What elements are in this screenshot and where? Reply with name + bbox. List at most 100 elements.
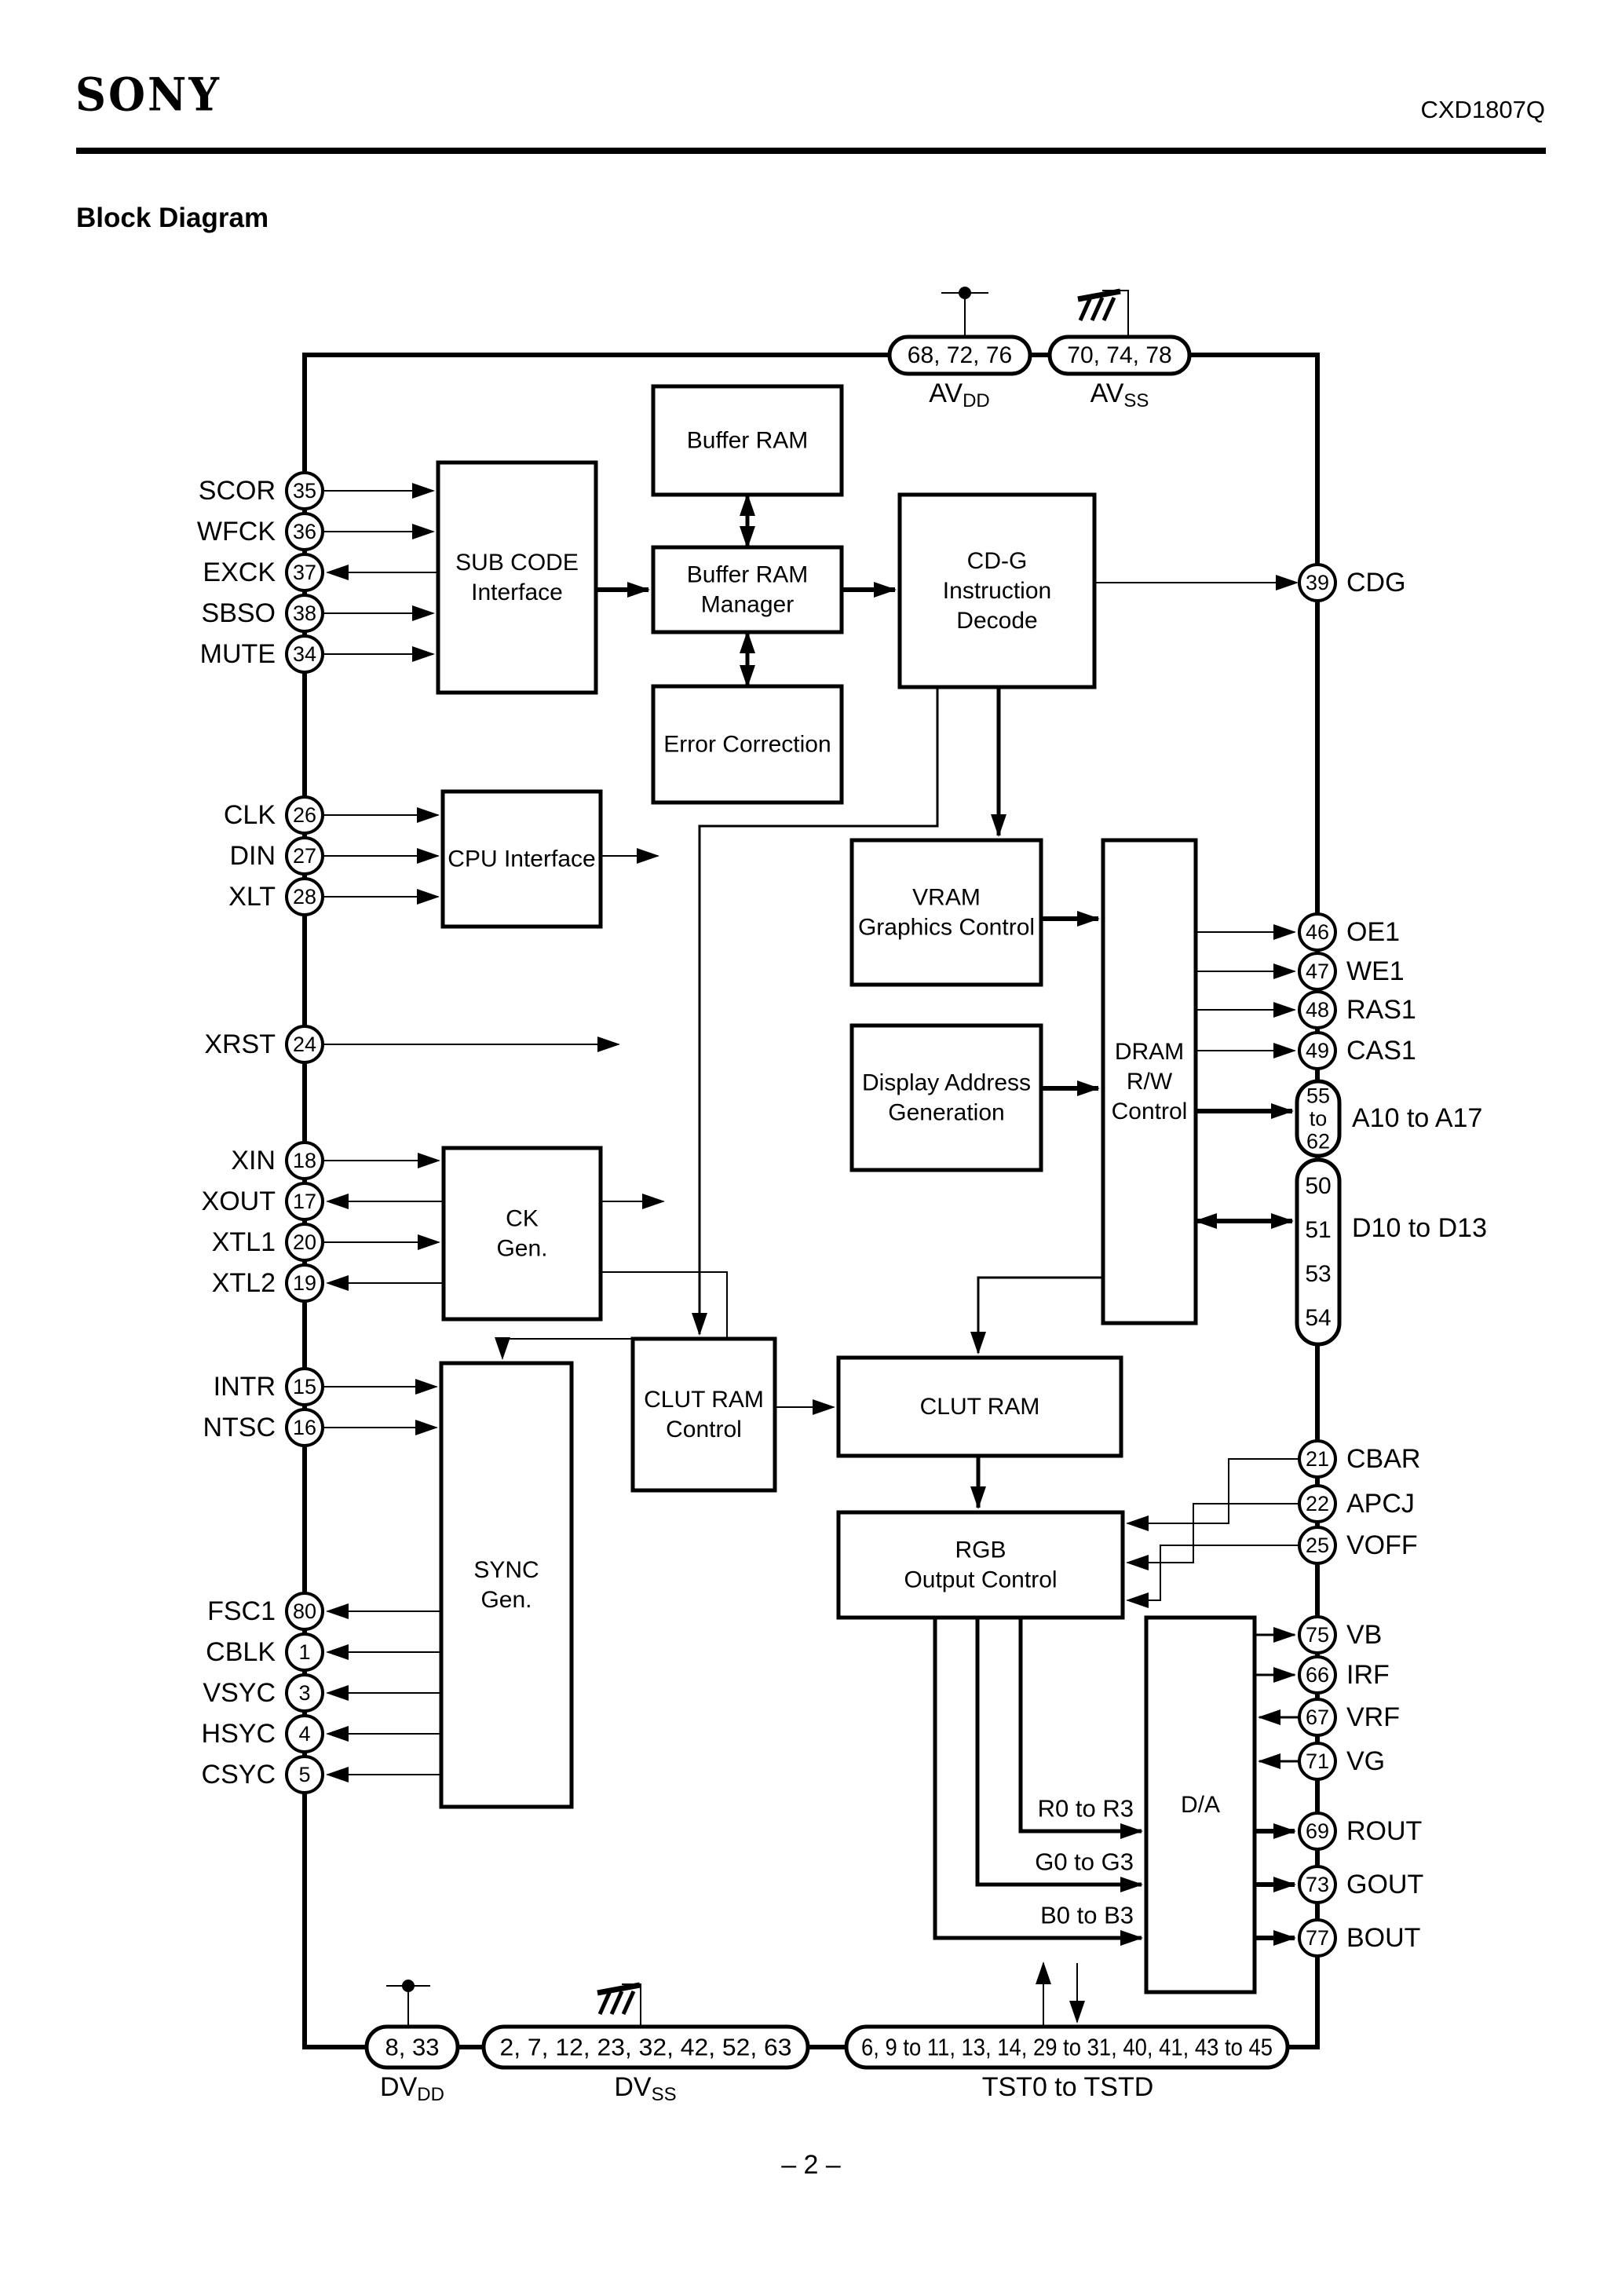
block-buffer-ram-label: Buffer RAM: [687, 428, 809, 454]
dvss-ground-icon: [597, 1982, 641, 2016]
pin-rout-label: ROUT: [1346, 1816, 1422, 1846]
pin-ntsc: [285, 1408, 324, 1447]
pin-clk-number: 26: [293, 803, 316, 827]
pin-xlt: [285, 877, 324, 916]
oval-tst-pins-text: 6, 9 to 11, 13, 14, 29 to 31, 40, 41, 43…: [861, 2034, 1273, 2061]
oval-avss-pins: [1047, 335, 1192, 376]
pin-sbso: [285, 594, 324, 633]
pin-xtl2-number: 19: [293, 1271, 316, 1295]
header-rule: [76, 148, 1546, 154]
pin-xout-number: 17: [293, 1190, 316, 1213]
oval-dvss-pins: [481, 2024, 810, 2070]
pin-xtl1-label: XTL1: [212, 1227, 276, 1257]
block-da-converter: [1144, 1615, 1257, 1994]
wire-rgb-r-bus: [1018, 1618, 1143, 1839]
part-number: CXD1807Q: [1420, 96, 1545, 123]
pin-clk: [285, 795, 324, 835]
avss-ground-icon: [1077, 288, 1121, 322]
block-display-address-generation: [849, 1023, 1043, 1172]
block-sub-code-interface: [436, 460, 598, 695]
g-bus-label: G0 to G3: [1035, 1848, 1134, 1876]
pin-xtl1: [285, 1223, 324, 1262]
pin-rout-number: 69: [1306, 1819, 1329, 1843]
pin-xin: [285, 1141, 324, 1180]
oval-dvdd-pins-text: 8, 33: [385, 2034, 440, 2061]
pin-cblk: [285, 1632, 324, 1672]
pin-din-label: DIN: [229, 841, 276, 871]
pin-vg-label: VG: [1346, 1746, 1385, 1776]
pin-bout-number: 77: [1306, 1926, 1329, 1950]
pin-cdg-label: CDG: [1346, 568, 1406, 598]
pin-vsyc-label: VSYC: [203, 1678, 276, 1708]
avdd-label: AVDD: [929, 378, 990, 411]
pin-xtl1-number: 20: [293, 1230, 316, 1254]
pin-xrst-label: XRST: [204, 1029, 276, 1059]
pin-xout-label: XOUT: [202, 1186, 276, 1216]
block-cpu-interface: [440, 789, 603, 929]
oval-avss-pins-text: 70, 74, 78: [1067, 342, 1171, 368]
pin-apcj-label: APCJ: [1346, 1489, 1415, 1519]
pin-xrst-number: 24: [293, 1033, 316, 1056]
pin-vg: [1298, 1742, 1337, 1781]
pin-fsc1: [285, 1592, 324, 1631]
pin-xlt-label: XLT: [228, 882, 276, 912]
pin-scor-number: 35: [293, 479, 316, 503]
pin-cdg-number: 39: [1306, 571, 1329, 594]
pin-din-number: 27: [293, 844, 316, 868]
pin-mute-label: MUTE: [200, 639, 276, 669]
dvdd-label: DVDD: [380, 2072, 444, 2105]
dvss-label: DVSS: [614, 2072, 676, 2105]
pin-ntsc-number: 16: [293, 1416, 316, 1439]
pin-xout: [285, 1182, 324, 1221]
oval-d-bus-pins: [1295, 1157, 1342, 1347]
pin-voff-number: 25: [1306, 1534, 1329, 1557]
pin-voff: [1298, 1526, 1337, 1565]
block-sync-gen: [439, 1361, 574, 1809]
pin-cas1-number: 49: [1306, 1039, 1329, 1062]
pin-xlt-number: 28: [293, 885, 316, 909]
pin-we1-label: WE1: [1346, 956, 1405, 986]
pin-ras1: [1298, 990, 1337, 1029]
oval-dvdd-pins: [364, 2024, 460, 2070]
section-title: Block Diagram: [76, 203, 269, 233]
wire-dram-to-clutram: [970, 1276, 1103, 1355]
pin-gout-number: 73: [1306, 1873, 1329, 1896]
pin-vrf: [1298, 1698, 1337, 1737]
block-vram-graphics-control: [849, 838, 1043, 987]
pin-intr: [285, 1367, 324, 1406]
pin-irf-number: 66: [1306, 1663, 1329, 1687]
pin-mute-number: 34: [293, 642, 316, 666]
wire-dvss-gnd-line: [622, 1983, 641, 2027]
pin-we1: [1298, 952, 1337, 991]
pin-cas1-label: CAS1: [1346, 1036, 1416, 1066]
pin-vrf-number: 67: [1306, 1706, 1329, 1729]
pin-csyc: [285, 1755, 324, 1794]
pin-cbar-number: 21: [1306, 1447, 1329, 1471]
block-buffer-ram-manager: [651, 545, 844, 634]
pin-cdg: [1298, 563, 1337, 602]
wire-rgb-b-bus: [933, 1618, 1143, 1946]
oval-a-bus-pins: [1295, 1079, 1342, 1158]
pin-wfck-number: 36: [293, 520, 316, 543]
pin-hsyc: [285, 1714, 324, 1753]
avdd-power-dot: [959, 287, 971, 299]
pin-sbso-label: SBSO: [202, 598, 276, 628]
pin-xrst: [285, 1025, 324, 1064]
pin-csyc-number: 5: [298, 1763, 310, 1786]
pin-exck-label: EXCK: [203, 558, 276, 587]
pin-din: [285, 836, 324, 876]
pin-wfck: [285, 512, 324, 551]
pin-irf-label: IRF: [1346, 1660, 1390, 1690]
block-error-correction: [651, 684, 844, 805]
wire-voff-to-rgb: [1126, 1545, 1299, 1608]
tst-label: TST0 to TSTD: [982, 2072, 1154, 2102]
